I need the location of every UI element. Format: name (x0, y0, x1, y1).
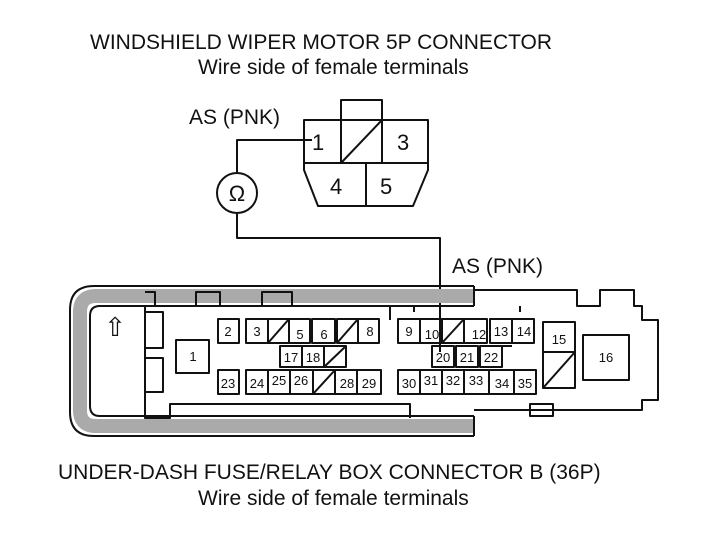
terminal-9: 9 (405, 324, 412, 339)
terminal-24: 24 (250, 376, 264, 391)
terminal-18: 18 (306, 350, 320, 365)
terminal-20: 20 (436, 350, 450, 365)
wiper-terminal-5: 5 (380, 174, 392, 199)
terminal-15: 15 (552, 332, 566, 347)
terminal-35: 35 (518, 376, 532, 391)
up-arrow-icon: ⇧ (104, 312, 126, 342)
terminal-25: 25 (272, 373, 286, 388)
wiper-motor-connector (303, 99, 429, 207)
terminal-13: 13 (494, 324, 508, 339)
terminal-8: 8 (366, 324, 373, 339)
terminal-10: 10 (425, 327, 439, 342)
probe-label-top: AS (PNK) (189, 106, 281, 129)
terminal-3: 3 (253, 324, 260, 339)
terminal-5: 5 (296, 327, 303, 342)
terminal-33: 33 (469, 373, 483, 388)
terminal-17: 17 (284, 350, 298, 365)
terminal-1: 1 (189, 349, 196, 364)
terminal-26: 26 (294, 373, 308, 388)
terminal-22: 22 (484, 350, 498, 365)
probe-label-bottom: AS (PNK) (452, 255, 544, 278)
fuse-box-connector (69, 285, 659, 437)
ohm-icon: Ω (229, 181, 245, 206)
wiper-terminal-1: 1 (312, 130, 324, 155)
terminal-29: 29 (362, 376, 376, 391)
wiper-terminal-3: 3 (397, 130, 409, 155)
terminal-32: 32 (446, 373, 460, 388)
terminal-30: 30 (402, 376, 416, 391)
terminal-14: 14 (517, 324, 531, 339)
terminal-16: 16 (599, 350, 613, 365)
top-connector-subtitle: Wire side of female terminals (198, 56, 469, 79)
terminal-31: 31 (424, 373, 438, 388)
terminal-21: 21 (460, 350, 474, 365)
wiper-terminal-4: 4 (330, 174, 342, 199)
terminal-2: 2 (224, 324, 231, 339)
terminal-34: 34 (495, 376, 509, 391)
probe-wire-top (236, 139, 312, 173)
terminal-6: 6 (320, 327, 327, 342)
terminal-12: 12 (472, 327, 486, 342)
bottom-connector-subtitle: Wire side of female terminals (198, 487, 469, 510)
terminal-23: 23 (221, 376, 235, 391)
bottom-connector-title: UNDER-DASH FUSE/RELAY BOX CONNECTOR B (3… (58, 461, 601, 484)
top-connector-title: WINDSHIELD WIPER MOTOR 5P CONNECTOR (90, 31, 553, 54)
terminal-28: 28 (340, 376, 354, 391)
